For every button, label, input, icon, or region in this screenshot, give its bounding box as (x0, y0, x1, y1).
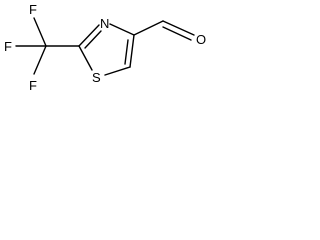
bond-c2-n-inner (84, 30, 102, 49)
bond-c5-s (104, 66, 131, 76)
atom-label-group: F F F N S O (4, 2, 206, 93)
atom-o: O (196, 32, 206, 47)
atom-f-left: F (4, 39, 12, 54)
bond-n-c4 (109, 23, 135, 36)
atom-n: N (100, 16, 109, 31)
atom-f-bottom: F (29, 78, 37, 93)
bond-c-f-top (33, 17, 47, 47)
bond-c4-c5-inner (124, 39, 129, 65)
atom-f-top: F (29, 2, 37, 17)
bond-c4-c5-main (129, 34, 135, 68)
bond-s-c2 (78, 45, 93, 71)
bond-cho-o-main (162, 20, 195, 36)
bond-c2-n-main (78, 24, 100, 47)
bond-cho-o-inner (162, 26, 192, 41)
bond-c-f-bottom (33, 45, 47, 75)
bond-group (15, 17, 195, 76)
molecule-diagram: F F F N S O (4, 2, 206, 93)
structure-canvas: F F F N S O (0, 0, 224, 96)
atom-s: S (92, 70, 101, 85)
bond-c4-cho (133, 20, 164, 36)
